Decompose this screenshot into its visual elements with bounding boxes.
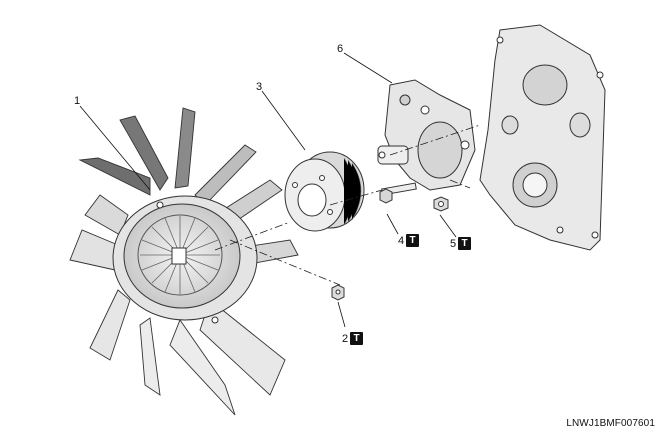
figure-code: LNWJ1BMF007601: [566, 418, 655, 429]
callout-3: 3: [256, 81, 263, 93]
torque-icon-5: T: [458, 237, 471, 250]
callout-1: 1: [74, 95, 81, 107]
callout-5: 5: [450, 238, 457, 250]
torque-icon-4: T: [406, 234, 419, 247]
pulley: [284, 151, 365, 232]
callout-2: 2: [342, 333, 349, 345]
water-pump: [377, 79, 476, 191]
bolt: [379, 182, 417, 204]
torque-icon-2: T: [350, 332, 363, 345]
fan-clutch-hub: [112, 195, 258, 324]
timing-cover: [479, 24, 606, 251]
callout-4: 4: [398, 235, 405, 247]
leader-lines: [79, 52, 457, 328]
nut-2: [331, 284, 345, 301]
nut-5: [433, 196, 449, 212]
callout-6: 6: [337, 43, 344, 55]
alignment-lines: [214, 124, 481, 286]
